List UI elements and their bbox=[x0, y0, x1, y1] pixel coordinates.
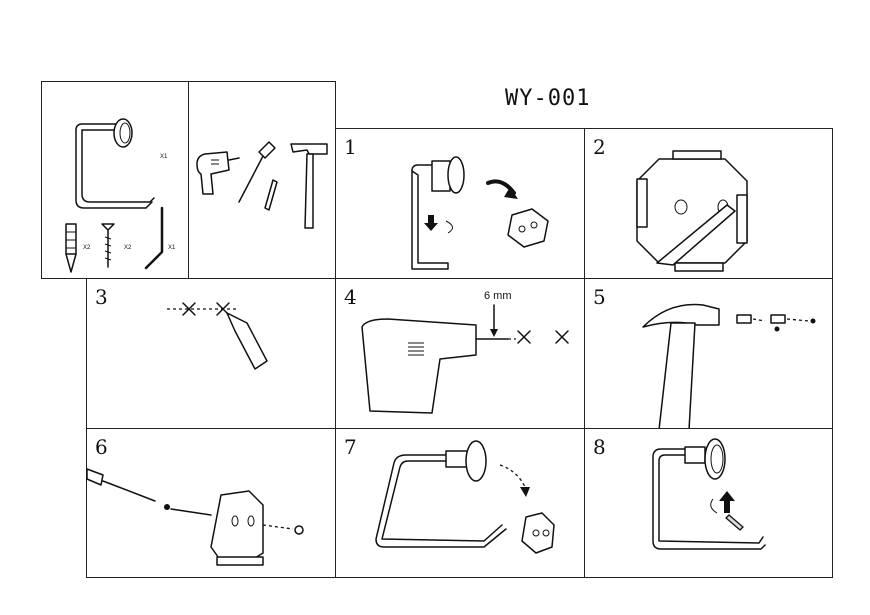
wall-anchor-icon bbox=[65, 223, 77, 273]
mounting-plate bbox=[521, 512, 555, 554]
step-3-illustration bbox=[167, 302, 268, 370]
drill-icon bbox=[361, 318, 477, 414]
mark-x-icon bbox=[182, 302, 196, 316]
hex-key-icon bbox=[144, 206, 164, 270]
page-title: WY-001 bbox=[505, 86, 591, 111]
arrow-down-icon bbox=[520, 487, 530, 497]
towel-ring-icon bbox=[75, 118, 155, 209]
step-6-panel: 6 bbox=[86, 428, 336, 578]
step-8-panel: 8 bbox=[584, 428, 833, 578]
step-number: 5 bbox=[593, 285, 606, 309]
pencil-icon bbox=[656, 204, 736, 266]
hammer-icon bbox=[642, 303, 720, 328]
anchor-qty-label: X2 bbox=[83, 245, 91, 251]
arrow-up-icon bbox=[719, 491, 735, 513]
step-3-panel: 3 bbox=[86, 278, 336, 429]
hammer-icon bbox=[290, 143, 328, 229]
step-1-panel: 1 bbox=[335, 128, 585, 279]
tools-panel bbox=[188, 81, 336, 279]
drill-icon bbox=[196, 151, 240, 195]
mark-x-icon bbox=[555, 330, 569, 344]
step-number: 1 bbox=[344, 135, 357, 159]
rotate-icon bbox=[710, 498, 718, 514]
screwdriver-icon bbox=[86, 468, 104, 486]
hex-key-qty-label: X1 bbox=[168, 245, 176, 251]
mounting-plate bbox=[507, 208, 549, 248]
screwdriver-icon bbox=[238, 141, 276, 203]
holder-qty-label: X1 bbox=[160, 154, 168, 160]
arrow-down-icon bbox=[424, 215, 438, 231]
step-number: 4 bbox=[344, 285, 357, 309]
step-1-illustration bbox=[411, 156, 549, 270]
step-number: 8 bbox=[593, 435, 606, 459]
step-number: 2 bbox=[593, 135, 606, 159]
screw-icon bbox=[101, 223, 115, 268]
step-5-panel: 5 bbox=[584, 278, 833, 431]
step-4-illustration: 6 mm bbox=[361, 290, 569, 414]
step-7-panel: 7 bbox=[335, 428, 585, 578]
step-5-illustration bbox=[642, 303, 816, 431]
wall-anchor-icon bbox=[736, 314, 752, 324]
drill-depth-label: 6 mm bbox=[484, 290, 512, 302]
mark-x-icon bbox=[517, 330, 531, 344]
screw-qty-label: X2 bbox=[124, 245, 132, 251]
parts-panel: X1 X2 X2 X1 bbox=[41, 81, 189, 279]
step-7-illustration bbox=[375, 440, 555, 554]
step-2-illustration bbox=[636, 150, 748, 272]
parts-illustration: X1 X2 X2 X1 bbox=[65, 118, 176, 273]
step-number: 6 bbox=[95, 435, 108, 459]
step-4-panel: 4 6 mm bbox=[335, 278, 585, 429]
step-2-panel: 2 bbox=[584, 128, 833, 279]
rotate-icon bbox=[445, 220, 453, 234]
step-number: 7 bbox=[344, 435, 357, 459]
tools-illustration bbox=[196, 141, 328, 229]
arrow-right-icon bbox=[504, 187, 518, 199]
pencil-icon bbox=[264, 179, 278, 211]
hex-key-icon bbox=[725, 514, 744, 531]
mounting-plate bbox=[210, 490, 264, 564]
pencil-icon bbox=[226, 312, 268, 370]
step-6-illustration bbox=[86, 468, 304, 566]
wall-anchor-icon bbox=[770, 314, 786, 324]
step-8-illustration bbox=[652, 438, 766, 550]
step-number: 3 bbox=[95, 285, 108, 309]
